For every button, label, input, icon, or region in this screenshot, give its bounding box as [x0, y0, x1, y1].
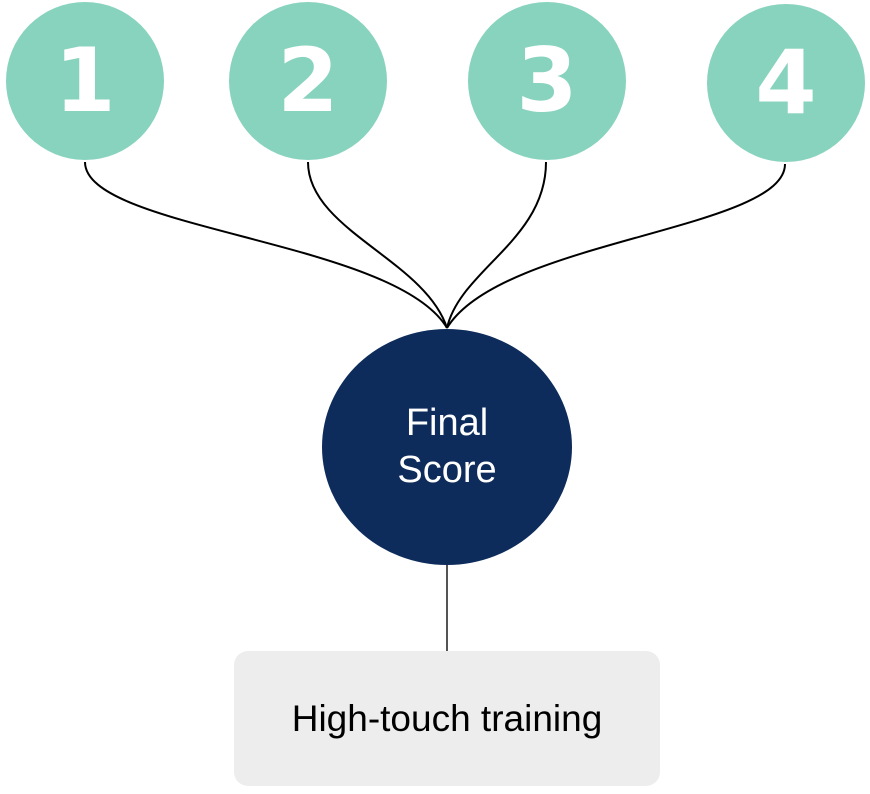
input-node-4-label: 4: [755, 31, 817, 134]
final-score-line-2: Score: [397, 449, 497, 491]
connector-2-to-final: [307, 161, 448, 329]
input-node-2-label: 2: [277, 29, 339, 132]
connector-4-to-final: [446, 163, 786, 329]
connector-1-to-final: [84, 161, 448, 329]
connector-3-to-final: [446, 161, 547, 329]
outcome-box: High-touch training: [234, 651, 660, 786]
input-node-1: 1: [6, 2, 164, 160]
input-node-4: 4: [707, 4, 865, 162]
input-node-1-label: 1: [54, 29, 116, 132]
input-node-3: 3: [468, 2, 626, 160]
input-node-2: 2: [229, 2, 387, 160]
final-score-line-1: Final: [405, 402, 489, 444]
input-node-3-label: 3: [516, 29, 578, 132]
outcome-label: High-touch training: [291, 697, 603, 739]
final-score-node: Final Score: [322, 329, 572, 565]
